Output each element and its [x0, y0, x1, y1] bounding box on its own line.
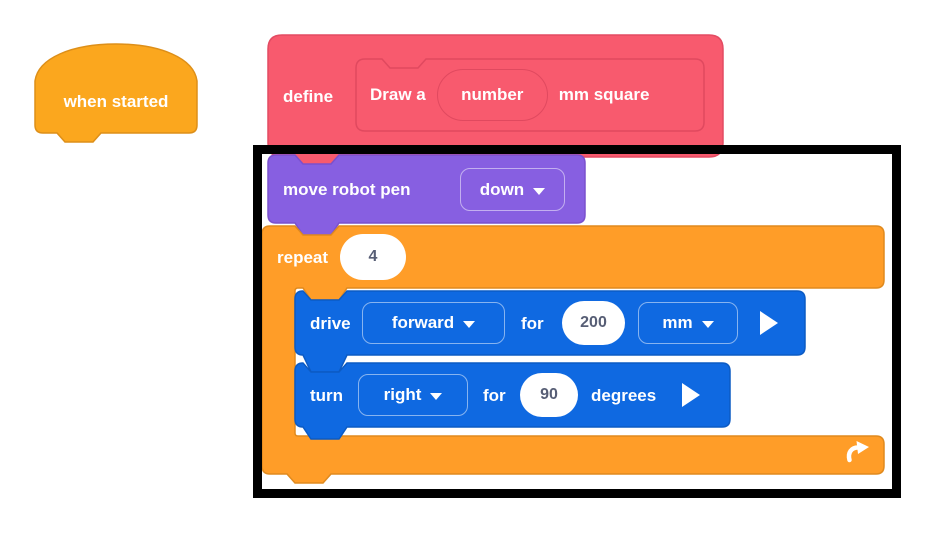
when-started-block[interactable]: when started — [34, 43, 198, 143]
move-robot-pen-block[interactable]: move robot pen down — [267, 154, 586, 236]
loop-arrow-icon — [846, 441, 869, 463]
dropdown-caret-icon — [463, 321, 476, 328]
drive-block[interactable]: drive forward for 200 mm — [294, 290, 806, 373]
repeat-block-shape — [261, 225, 885, 484]
repeat-label: repeat — [277, 247, 329, 267]
dropdown-caret-icon — [533, 187, 546, 195]
prototype-content: Draw a number mm square — [355, 58, 705, 132]
when-started-label: when started — [63, 91, 169, 111]
drive-unit-dropdown[interactable]: mm — [638, 302, 738, 344]
drive-unit-value: mm — [662, 313, 693, 332]
repeat-count-input[interactable]: 4 — [340, 234, 406, 280]
expand-arrow-icon[interactable] — [682, 383, 700, 407]
turn-direction-value: right — [383, 385, 422, 404]
pen-position-dropdown[interactable]: down — [460, 168, 565, 211]
drive-direction-value: forward — [391, 313, 455, 332]
turn-block-shape — [294, 362, 731, 440]
drive-block-shape — [294, 290, 806, 373]
drive-label: drive — [310, 313, 351, 333]
drive-distance-input[interactable]: 200 — [562, 301, 625, 345]
turn-direction-dropdown[interactable]: right — [358, 374, 468, 416]
repeat-block[interactable]: repeat 4 — [261, 225, 885, 484]
dropdown-caret-icon — [701, 321, 714, 328]
define-block[interactable]: define Draw a number mm square — [267, 34, 724, 170]
drive-for-label: for — [521, 313, 544, 333]
hat-block-shape — [34, 43, 198, 143]
pen-position-value: down — [479, 179, 525, 199]
turn-label: turn — [310, 385, 344, 405]
define-prototype[interactable]: Draw a number mm square — [355, 58, 705, 132]
turn-angle-input[interactable]: 90 — [520, 373, 578, 417]
move-robot-pen-label: move robot pen — [283, 179, 411, 199]
turn-degrees-label: degrees — [591, 385, 657, 405]
prototype-text-before: Draw a — [370, 85, 426, 104]
drive-direction-dropdown[interactable]: forward — [362, 302, 505, 344]
pen-block-shape — [267, 154, 586, 236]
expand-arrow-icon[interactable] — [760, 311, 778, 335]
prototype-outline-shape — [355, 58, 705, 132]
turn-block[interactable]: turn right for 90 degrees — [294, 362, 731, 440]
number-parameter[interactable]: number — [436, 69, 548, 121]
prototype-text-after: mm square — [558, 85, 650, 104]
turn-for-label: for — [483, 385, 506, 405]
define-keyword-label: define — [283, 86, 334, 106]
dropdown-caret-icon — [430, 393, 443, 400]
